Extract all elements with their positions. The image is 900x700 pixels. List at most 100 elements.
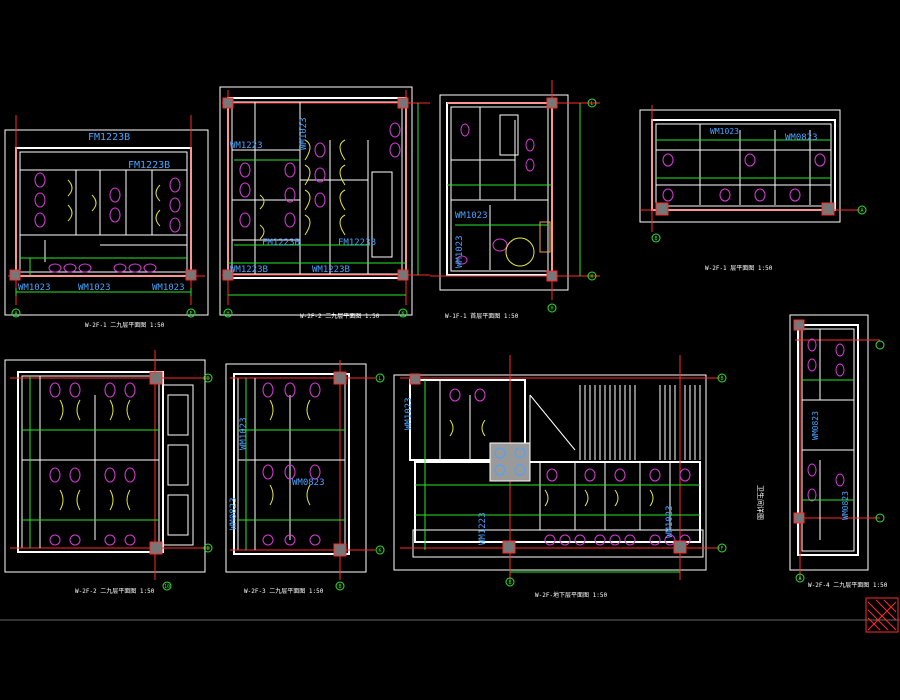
plan-5-fixtures	[49, 382, 136, 546]
plan-5-axis-bottom-label: B	[206, 546, 209, 552]
plan-3-partitions	[451, 107, 548, 270]
plan-5-partitions	[22, 376, 189, 548]
plan-3-axis-bubble-bottom	[547, 303, 557, 313]
plan-6-door-b-label: WM0823	[292, 478, 325, 488]
plan-1-axis-left-label: A	[14, 311, 17, 317]
plan-7-caption: W-2F-地下层平面图 1:50	[535, 591, 608, 599]
plan-3-axis-bubble-tr	[587, 98, 597, 108]
plan-3-frame	[439, 94, 569, 291]
plan-5-caption: W-2F-2 二九层平面图 1:50	[75, 587, 155, 595]
plan-7-stalls	[449, 419, 654, 507]
plan-7-door-a-label: WM1023	[404, 397, 414, 430]
plan-8-caption: W-2F-4 二九层平面图 1:50	[808, 581, 888, 589]
plan-6-axis-bottom-label: K	[378, 548, 381, 554]
plan-7-column-b2	[673, 540, 687, 554]
plan-8-door-b-label: WM0823	[841, 491, 850, 520]
plan-5-column-tr	[149, 371, 163, 385]
plan-6-frame	[225, 363, 367, 573]
plan-7-upper-wall	[409, 379, 526, 461]
plan-3-column-br	[546, 270, 558, 282]
plan-2-stalls	[259, 139, 346, 240]
plan-8-frame	[789, 314, 869, 571]
stamp-hatch	[867, 599, 897, 631]
plan-2-caption: W-2F-2 二九层平面图 1:50	[300, 312, 380, 320]
plan-1-door-br-label: WM1023	[152, 283, 185, 293]
plan-5-frame	[4, 359, 206, 573]
plan-4-axis-right-label: A	[860, 208, 863, 214]
plan-6: WM1023 WM0823 WM0823 L K B W-2F-3 二九层平面图…	[225, 360, 385, 595]
plan-1-axis-right-label: F	[189, 311, 192, 317]
plan-2-door-a-label: WM1023	[299, 117, 309, 150]
plan-3-inner-wall	[450, 106, 549, 272]
plan-6-caption: W-2F-3 二九层平面图 1:50	[244, 587, 324, 595]
plan-4-partitions	[656, 124, 831, 205]
plan-2-column-br	[397, 269, 409, 281]
plan-1-column-br	[185, 269, 197, 281]
plan-1-fixtures	[34, 172, 181, 273]
plan-7-axis-bottom-label: F	[720, 546, 723, 552]
plan-5-axis-bubble-top	[203, 373, 213, 383]
plan-6-dims	[238, 378, 345, 550]
plan-8-axis-bubble-base	[795, 573, 805, 583]
plan-1-door-mid-label: FM1223B	[128, 160, 170, 171]
side-note: 卫生间详图	[756, 485, 765, 520]
plan-6-axis-bubble-base	[335, 581, 345, 591]
plan-8-column-bl	[793, 512, 805, 524]
plan-3-fixtures	[456, 123, 535, 265]
plan-8-dims	[802, 379, 854, 501]
plan-5-axis-bubble-bottom	[203, 543, 213, 553]
plan-2-door-b-label: WM1223	[230, 141, 263, 151]
plan-1-door-swings	[67, 179, 161, 227]
plan-3-round-fixture	[505, 237, 535, 267]
plan-6-axis-base-label: B	[338, 584, 341, 590]
plan-1-axis-bubble-right	[186, 308, 196, 318]
plan-6-fixtures	[262, 382, 321, 546]
plan-2-axis-bubble-left	[223, 308, 233, 318]
plan-7-axis-bubble-base	[505, 577, 515, 587]
plan-7-corridor	[412, 529, 704, 558]
plan-8-door-a-label: WM0823	[811, 411, 820, 440]
plan-2-door-f-label: WM1223B	[312, 265, 350, 275]
plan-4-frame	[639, 109, 841, 223]
plan-7-stairs	[529, 385, 701, 460]
plan-2-axis-left-label: H	[226, 311, 229, 317]
plan-8-outer-wall	[797, 324, 859, 556]
plan-7-column-tl	[409, 373, 421, 385]
plan-4-column-bl	[655, 202, 669, 216]
plan-1-column-bl	[9, 269, 21, 281]
plan-8-inner-wall	[801, 328, 855, 552]
plan-7-axis-base-label: B	[508, 580, 511, 586]
plan-8-axis-base-label: A	[798, 576, 801, 582]
plan-6-axis-top-label: L	[378, 376, 381, 382]
plan-5-stalls	[59, 399, 131, 511]
plan-3-stair-mark	[539, 221, 551, 253]
plan-5-axis-base-label: 10	[164, 584, 170, 590]
plan-4-caption: W-2F-1 层平面图 1:50	[705, 265, 773, 272]
plan-2-fixtures	[239, 122, 401, 228]
plan-7-axis-bubble-top	[717, 373, 727, 383]
plan-7-dims	[415, 380, 700, 573]
plan-2-dims	[228, 103, 419, 296]
plan-3-axis-tr-label: L	[590, 101, 593, 107]
plan-5-axis-top-label: D	[206, 376, 209, 382]
plan-7-partitions	[439, 380, 671, 530]
plan-3-axis-br-label: K	[590, 274, 593, 280]
plan-2-column-tl	[222, 97, 234, 109]
plan-5: D B 10 W-2F-2 二九层平面图 1:50	[4, 350, 213, 595]
plan-6-door-a-label: WM1023	[239, 417, 249, 450]
plan-6-stalls	[269, 399, 311, 506]
plan-7-frame	[393, 374, 707, 571]
plan-8: WM0823 WM0823 A W-2F-4 二九层平面图 1:50	[789, 314, 888, 589]
plan-4-dims	[656, 139, 831, 179]
plan-8-column-tl	[793, 319, 805, 331]
plan-7-column-b1	[502, 540, 516, 554]
plan-4-inner-wall	[655, 123, 832, 207]
plan-1-inner-wall	[19, 151, 188, 273]
plan-1-partitions	[20, 169, 187, 262]
plan-6-column-br	[333, 543, 347, 557]
plan-6-outer-wall	[233, 373, 350, 555]
plan-6-door-c-label: WM0823	[229, 497, 239, 530]
plan-3-axis-bubble-br	[587, 271, 597, 281]
